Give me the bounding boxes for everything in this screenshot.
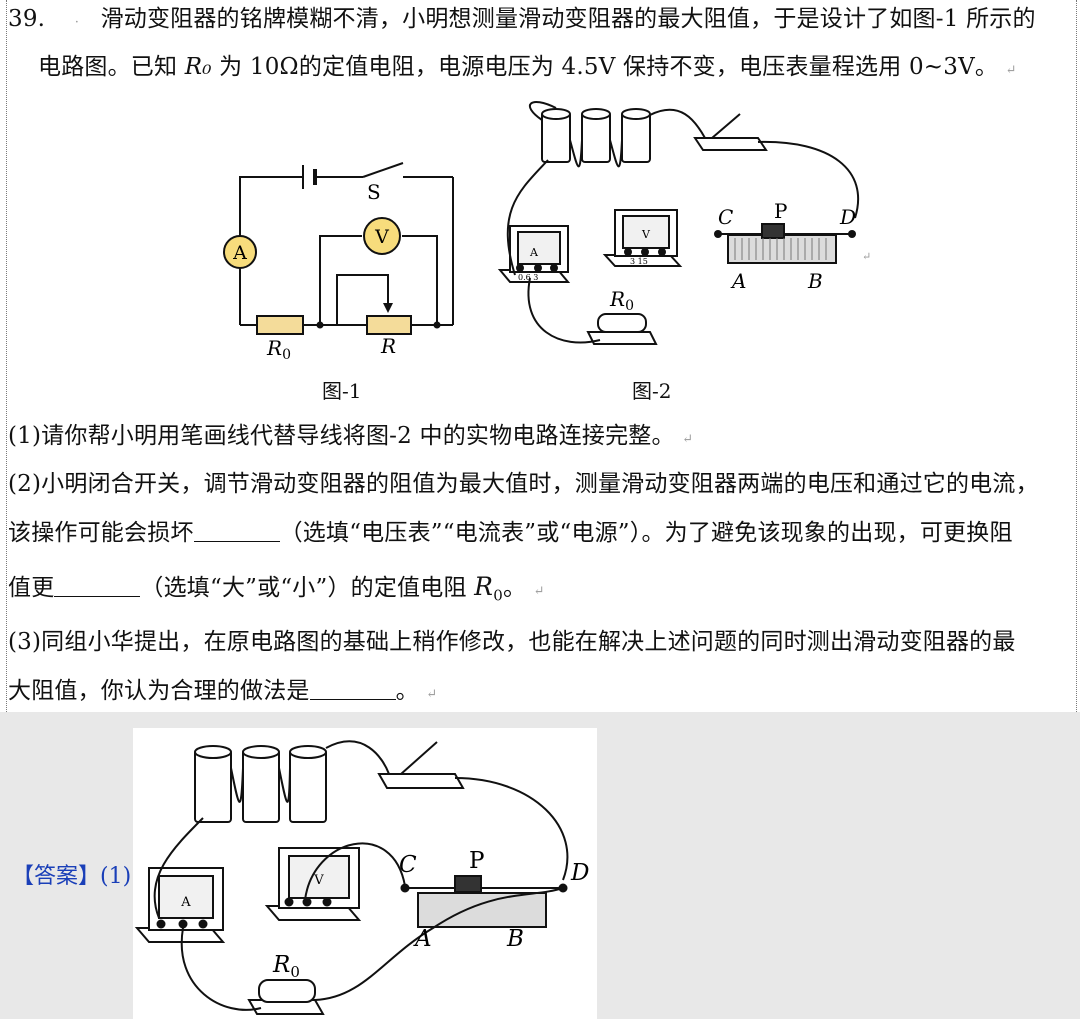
svg-text:R0: R0 (266, 336, 291, 363)
ammeter-letter: A (232, 242, 247, 264)
voltmeter-face-label: V (641, 228, 651, 241)
part-3-line-2: 大阻值，你认为合理的做法是。 ↵ (8, 677, 438, 704)
question-number: 39. (8, 6, 46, 32)
answer-blank-2[interactable] (54, 574, 141, 597)
r-label: R (380, 334, 396, 358)
answer-figure: A V C P D A B R0 (133, 728, 597, 1019)
voltmeter-scale: 3 15 (630, 257, 648, 266)
part-1: (1)请你帮小明用笔画线代替导线将图-2 中的实物电路连接完整。 ↵ (8, 423, 694, 449)
ammeter-face-label: A (529, 246, 539, 259)
r0-inline: R₀ (184, 54, 212, 80)
svg-text:A: A (413, 926, 432, 952)
answer-blank-1[interactable] (193, 519, 280, 542)
svg-text:A: A (180, 895, 191, 910)
left-margin-line (6, 0, 7, 712)
terminal-d-label: D (839, 205, 856, 229)
ammeter-symbol (223, 235, 257, 269)
svg-text:R0: R0 (609, 287, 634, 314)
svg-text:C: C (399, 852, 417, 878)
r-rheostat (366, 315, 412, 335)
circuit-diagram-fig1: A V S R0 R (223, 162, 454, 363)
svg-text:P: P (469, 848, 484, 874)
svg-text:↵: ↵ (862, 250, 871, 263)
right-margin-line (1076, 0, 1077, 712)
part-2-line-3: 值更（选填“大”或“小”）的定值电阻 R0。 ↵ (8, 572, 545, 605)
r0-resistor (256, 315, 304, 335)
ammeter-scale: 0.6 3 (518, 273, 538, 282)
question-stem-1: 滑动变阻器的铭牌模糊不清，小明想测量滑动变阻器的最大阻值，于是设计了如图-1 所… (100, 6, 1036, 32)
question-line-2: 电路图。已知 R₀ 为 10Ω的定值电阻，电源电压为 4.5V 保持不变，电压表… (38, 54, 1017, 80)
svg-text:V: V (313, 873, 324, 888)
part-3-line-1: (3)同组小华提出，在原电路图的基础上稍作修改，也能在解决上述问题的同时测出滑动… (8, 629, 1016, 655)
answer-blank-3[interactable] (309, 677, 396, 700)
question-line-1: 39. · 滑动变阻器的铭牌模糊不清，小明想测量滑动变阻器的最大阻值，于是设计了… (8, 6, 1036, 32)
svg-text:D: D (570, 860, 589, 886)
physical-circuit-fig2: A V 0.6 3 3 15 C P D A B R0 ↵ (497, 101, 871, 345)
fig1-caption: 图-1 (322, 379, 362, 403)
part-2-line-1: (2)小明闭合开关，调节滑动变阻器的阻值为最大值时，测量滑动变阻器两端的电压和通… (8, 471, 1039, 497)
svg-text:R0: R0 (272, 952, 300, 981)
terminal-c-label: C (718, 205, 733, 229)
fig2-caption: 图-2 (632, 379, 672, 403)
slider-p-label: P (774, 199, 787, 223)
terminal-a-label: A (730, 269, 746, 293)
switch-label: S (367, 180, 381, 204)
svg-text:B: B (506, 926, 524, 952)
voltmeter-symbol (363, 217, 401, 255)
voltmeter-letter: V (374, 226, 389, 248)
part-2-line-2: 该操作可能会损坏（选填“电压表”“电流表”或“电源”）。为了避免该现象的出现，可… (8, 519, 1013, 546)
answer-label: 【答案】(1) (12, 864, 132, 889)
terminal-b-label: B (807, 269, 823, 293)
